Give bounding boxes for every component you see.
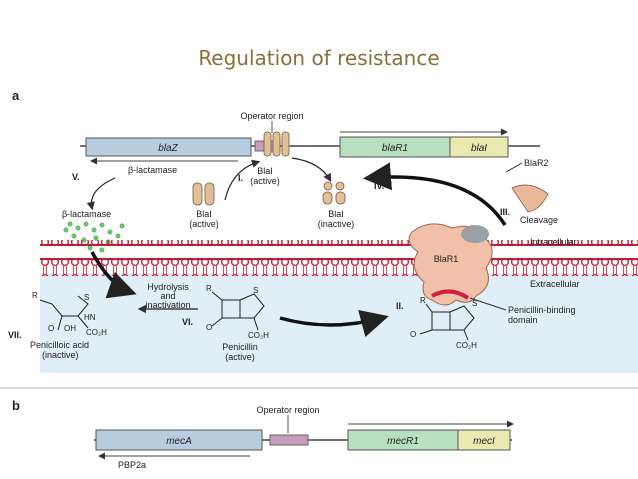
step-V: V.: [72, 172, 80, 182]
penicillin-structure: [211, 291, 265, 331]
bound-S: S: [472, 299, 477, 308]
penicillin-name: Penicillin: [222, 342, 258, 352]
penicilloic-CO2H: CO₂H: [86, 328, 107, 337]
penicilloic-O: O: [48, 324, 54, 333]
blaR2-pointer: [505, 162, 523, 173]
penicilloic-R: R: [32, 291, 38, 300]
hydrolysis-label-1: Hydrolysis: [147, 282, 189, 292]
step-II: II.: [396, 301, 404, 311]
step-I: I.: [238, 173, 243, 183]
panel-a-letter: a: [12, 88, 20, 103]
penicilloic-HN: HN: [84, 313, 96, 322]
step-VI: VI.: [182, 317, 193, 327]
pbd-pointer: [469, 297, 507, 311]
penicillin-S: S: [253, 286, 258, 295]
pbp2a-label: PBP2a: [118, 460, 146, 470]
blaR1-protein-label: BlaR1: [434, 254, 459, 264]
blaI-inactive-fragments: [322, 181, 346, 205]
penicillin-CO2H: CO₂H: [248, 331, 269, 340]
blaI-dimer-bound: [263, 131, 290, 157]
operator-box-b: [269, 434, 309, 446]
secretion-arrow: [90, 251, 137, 299]
gene-blaI-label: blaI: [471, 143, 487, 154]
intracellular-label: Intracellular: [530, 237, 577, 247]
gene-blaR1-label: blaR1: [382, 143, 408, 154]
cell-membrane: [40, 240, 638, 276]
signal-arrow-IV: [363, 162, 507, 226]
pbd-label-2: domain: [508, 315, 538, 325]
gene-blaI: [449, 136, 509, 158]
binding-arrow-II: [279, 309, 389, 337]
gene-mecA-label: mecA: [166, 436, 192, 447]
extracellular-label: Extracellular: [530, 279, 580, 289]
penicilloic-S: S: [84, 293, 89, 302]
blaI-active-center-name: BlaI: [257, 166, 273, 176]
bound-penicillin-structure: [419, 303, 475, 341]
step-IV: IV.: [374, 181, 384, 191]
penicilloic-acid-name: Penicilloic acid: [30, 340, 89, 350]
gene-mecA: [95, 429, 263, 451]
penicilloic-acid-structure: [39, 295, 89, 331]
penicillin-R: R: [206, 284, 212, 293]
penicilloic-acid-state: (inactive): [42, 350, 79, 360]
hydrolysis-label-3: inactivation: [145, 300, 190, 310]
blaI-active-left-name: BlaI: [196, 209, 212, 219]
blaI-inactive-name: BlaI: [328, 209, 344, 219]
binding-arrow: [224, 159, 261, 201]
step-III: III.: [500, 207, 510, 217]
bound-CO2H: CO₂H: [456, 341, 477, 350]
beta-lactamase-transcript-label: β-lactamase: [128, 165, 177, 175]
bound-R: R: [420, 296, 426, 305]
blaI-active-center-state: (active): [250, 176, 280, 186]
penicillin-O: O: [206, 323, 212, 332]
beta-lactamase-protein-label: β-lactamase: [62, 209, 111, 219]
penicillin-binding-site: [431, 289, 470, 300]
blaI-active-dimer: [192, 182, 215, 206]
extracellular-region: [40, 273, 638, 373]
pbd-label-1: Penicillin-binding: [508, 305, 576, 315]
cleaved-fragment: [511, 184, 549, 213]
penicillin-state: (active): [225, 352, 255, 362]
blaR1-gray-domain: [461, 225, 489, 243]
bound-O: O: [410, 330, 416, 339]
blaI-inactive-state: (inactive): [318, 219, 355, 229]
slide-title: Regulation of resistance: [198, 46, 440, 70]
penicilloic-OH: OH: [64, 324, 76, 333]
gene-blaZ: [85, 137, 252, 157]
cleavage-label: Cleavage: [520, 215, 558, 225]
hydrolysis-label-2: and: [160, 291, 175, 301]
gene-mecI: [457, 429, 511, 451]
step-VII: VII.: [8, 330, 22, 340]
gene-mecI-label: mecI: [473, 436, 495, 447]
gene-mecR1-label: mecR1: [387, 436, 419, 447]
translation-arrow: [86, 177, 116, 211]
panel-b-letter: b: [12, 398, 20, 413]
operator-region-label-b: Operator region: [256, 405, 319, 415]
inactivation-arrow: [291, 157, 332, 183]
operator-region-label-a: Operator region: [240, 111, 303, 121]
blaI-active-left-state: (active): [189, 219, 219, 229]
blaR2-label: BlaR2: [524, 158, 549, 168]
gene-blaZ-label: blaZ: [158, 143, 178, 154]
